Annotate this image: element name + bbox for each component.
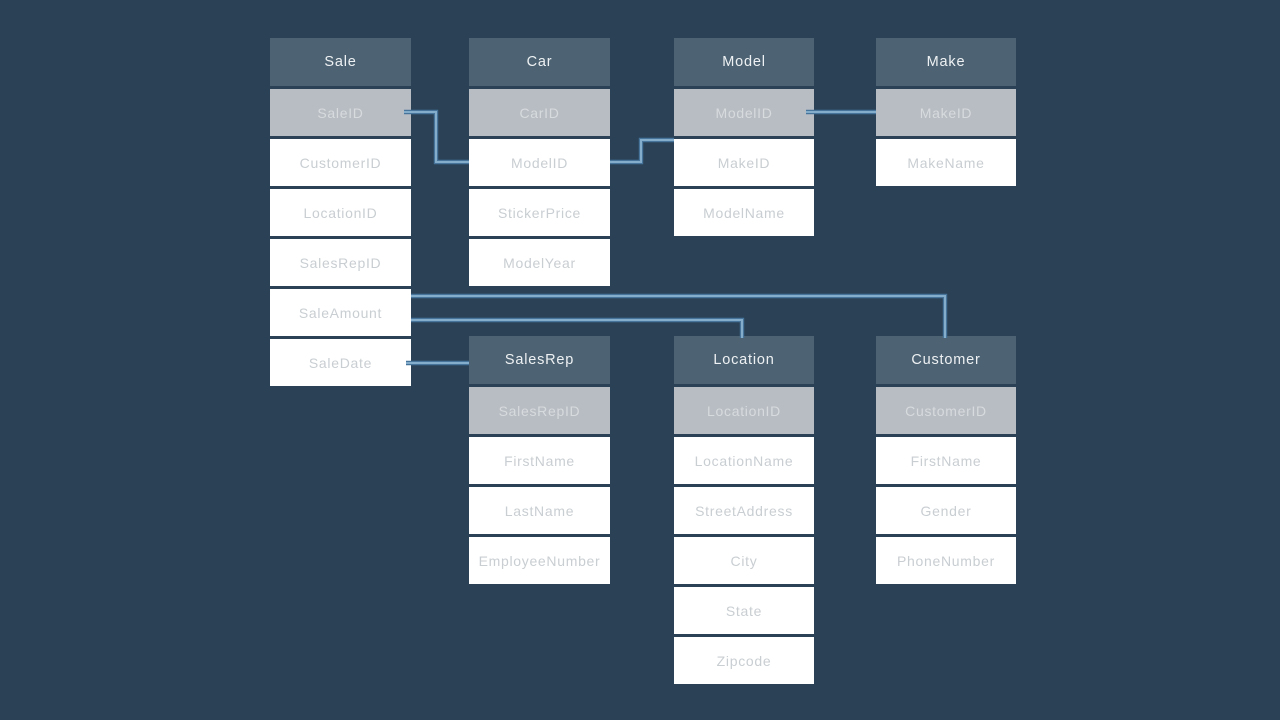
field-row: Gender	[876, 487, 1016, 534]
field-row: ModelID	[469, 139, 610, 186]
field-row: ModelName	[674, 189, 814, 236]
primary-key-row: MakeID	[876, 89, 1016, 136]
table-title: Sale	[270, 38, 411, 86]
field-row: FirstName	[876, 437, 1016, 484]
field-row: FirstName	[469, 437, 610, 484]
field-row: Zipcode	[674, 637, 814, 684]
primary-key-row: SalesRepID	[469, 387, 610, 434]
field-row: CustomerID	[270, 139, 411, 186]
primary-key-row: ModelID	[674, 89, 814, 136]
field-row: LocationName	[674, 437, 814, 484]
table-title: Location	[674, 336, 814, 384]
field-row: ModelYear	[469, 239, 610, 286]
field-row: LastName	[469, 487, 610, 534]
primary-key-row: LocationID	[674, 387, 814, 434]
field-row: SaleDate	[270, 339, 411, 386]
primary-key-row: CarID	[469, 89, 610, 136]
field-row: State	[674, 587, 814, 634]
primary-key-row: SaleID	[270, 89, 411, 136]
field-row: City	[674, 537, 814, 584]
table-title: Customer	[876, 336, 1016, 384]
table-title: Make	[876, 38, 1016, 86]
field-row: SalesRepID	[270, 239, 411, 286]
primary-key-row: CustomerID	[876, 387, 1016, 434]
field-row: StickerPrice	[469, 189, 610, 236]
field-row: EmployeeNumber	[469, 537, 610, 584]
field-rows: MakeName	[876, 139, 1016, 186]
table-title: SalesRep	[469, 336, 610, 384]
field-row: MakeID	[674, 139, 814, 186]
field-row: MakeName	[876, 139, 1016, 186]
table-make: Make MakeID MakeName	[876, 38, 1016, 186]
field-row: PhoneNumber	[876, 537, 1016, 584]
field-row: StreetAddress	[674, 487, 814, 534]
table-title: Model	[674, 38, 814, 86]
field-row: LocationID	[270, 189, 411, 236]
field-row: SaleAmount	[270, 289, 411, 336]
table-title: Car	[469, 38, 610, 86]
